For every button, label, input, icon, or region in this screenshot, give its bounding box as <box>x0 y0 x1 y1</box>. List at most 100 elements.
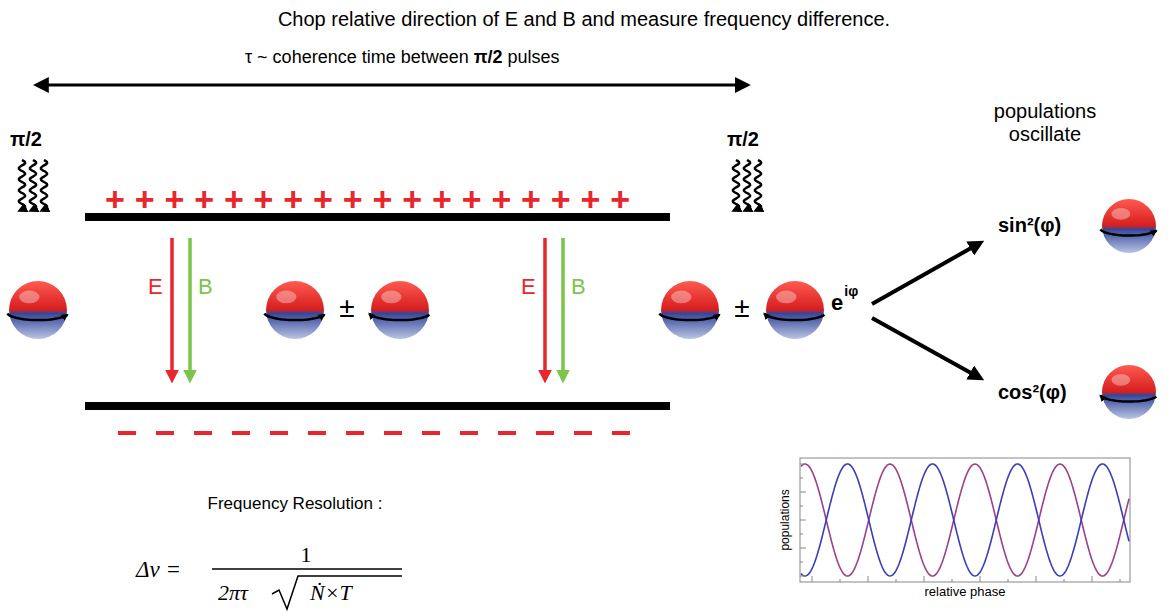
axis-label: relative phase <box>925 585 1006 600</box>
sphere-highlight <box>1111 208 1130 220</box>
pulse-wave <box>41 160 47 210</box>
spin-sphere <box>659 281 719 339</box>
note: populations oscillate <box>975 100 1115 146</box>
field-label: B <box>571 274 586 299</box>
branch-arrow <box>872 243 980 304</box>
minus-dash <box>574 431 592 435</box>
minus-dash <box>346 431 364 435</box>
span-label: pulses <box>508 47 560 68</box>
pulse-wave <box>744 160 750 210</box>
spin-spheres <box>7 199 1156 419</box>
probability-label: sin²(φ) <box>998 214 1061 237</box>
minus-dash <box>460 431 478 435</box>
formula-heading: Frequency Resolution : <box>208 494 383 514</box>
pulse-angle: π/2 <box>474 47 503 68</box>
axis-tick <box>1036 576 1037 582</box>
e-field-arrow <box>170 238 174 378</box>
pulse-angle: π/2 <box>727 128 759 151</box>
spin-arrow <box>764 314 824 321</box>
axis-tick <box>840 579 841 582</box>
axis-tick <box>800 520 806 521</box>
bottom-plate <box>85 402 670 410</box>
sphere-body <box>266 281 324 339</box>
branch-arrow <box>872 318 980 378</box>
probability-label: cos²(φ) <box>998 381 1067 404</box>
spin-arrow <box>659 314 719 321</box>
axis-tick <box>800 534 803 535</box>
square-root-sign <box>272 576 402 609</box>
title: Chop relative direction of E and B and m… <box>278 8 890 31</box>
spin-arrow <box>369 314 429 321</box>
sphere-body <box>9 281 67 339</box>
sphere-body <box>1102 365 1156 419</box>
sphere-body <box>1102 199 1156 253</box>
minus-dash <box>270 431 288 435</box>
axis-tick <box>868 576 869 582</box>
minus-dash <box>156 431 174 435</box>
sphere-body <box>766 281 824 339</box>
superposition-sign: ± <box>339 292 354 324</box>
sphere-highlight <box>381 291 401 304</box>
sphere-highlight <box>276 291 296 304</box>
axis-tick <box>980 576 981 582</box>
spin-arrow <box>1100 229 1156 235</box>
population-plot <box>800 458 1130 582</box>
spin-arrow <box>1100 395 1156 401</box>
axis-tick <box>800 548 806 549</box>
axis-tick <box>1008 579 1009 582</box>
cos-curve <box>801 464 1129 576</box>
axis-label: populations <box>779 489 793 550</box>
sphere-highlight <box>671 291 691 304</box>
e-field-arrow <box>543 238 547 378</box>
spin-arrow <box>7 314 67 321</box>
plot-frame <box>800 458 1130 582</box>
minus-dash <box>536 431 554 435</box>
pulse-wave <box>733 160 739 210</box>
sin-curve <box>801 464 1129 576</box>
axis-tick <box>800 464 806 465</box>
axis-tick <box>1120 579 1121 582</box>
minus-dash <box>232 431 250 435</box>
spin-sphere <box>1100 199 1156 253</box>
sphere-highlight <box>1111 374 1130 386</box>
sphere-body <box>371 281 429 339</box>
field-label: E <box>521 274 536 299</box>
minus-dash <box>612 431 630 435</box>
formula-term: Ṅ×T <box>310 580 352 605</box>
sphere-body <box>661 281 719 339</box>
phase-exponent: iφ <box>844 283 858 299</box>
minus-dash <box>422 431 440 435</box>
spin-arrow <box>264 314 324 321</box>
pulse-wave <box>19 160 25 210</box>
formula-term: 1 <box>301 542 312 567</box>
b-field-arrow <box>188 238 192 378</box>
formula-term: 2πτ <box>218 580 248 605</box>
pulse-wave <box>30 160 36 210</box>
span-label: τ ~ coherence time between <box>245 47 469 68</box>
axis-tick <box>800 492 806 493</box>
sphere-highlight <box>19 291 39 304</box>
minus-dash <box>384 431 402 435</box>
phase-factor: e <box>831 290 843 315</box>
axis-tick <box>896 579 897 582</box>
formula-term: Δν = <box>136 557 181 583</box>
fraction-bar <box>212 568 402 570</box>
spin-sphere <box>264 281 324 339</box>
minus-dash <box>498 431 516 435</box>
minus-dash <box>118 431 136 435</box>
b-field-arrow <box>561 238 565 378</box>
sphere-highlight <box>776 291 796 304</box>
axis-tick <box>812 576 813 582</box>
minus-dash <box>308 431 326 435</box>
pulse-wave <box>755 160 761 210</box>
axis-tick <box>924 576 925 582</box>
axis-tick <box>1064 579 1065 582</box>
spin-sphere <box>1100 365 1156 419</box>
spin-sphere <box>764 281 824 339</box>
negative-charges <box>118 433 630 434</box>
superposition-sign: ± <box>734 292 749 324</box>
pulse-angle: π/2 <box>10 128 42 151</box>
